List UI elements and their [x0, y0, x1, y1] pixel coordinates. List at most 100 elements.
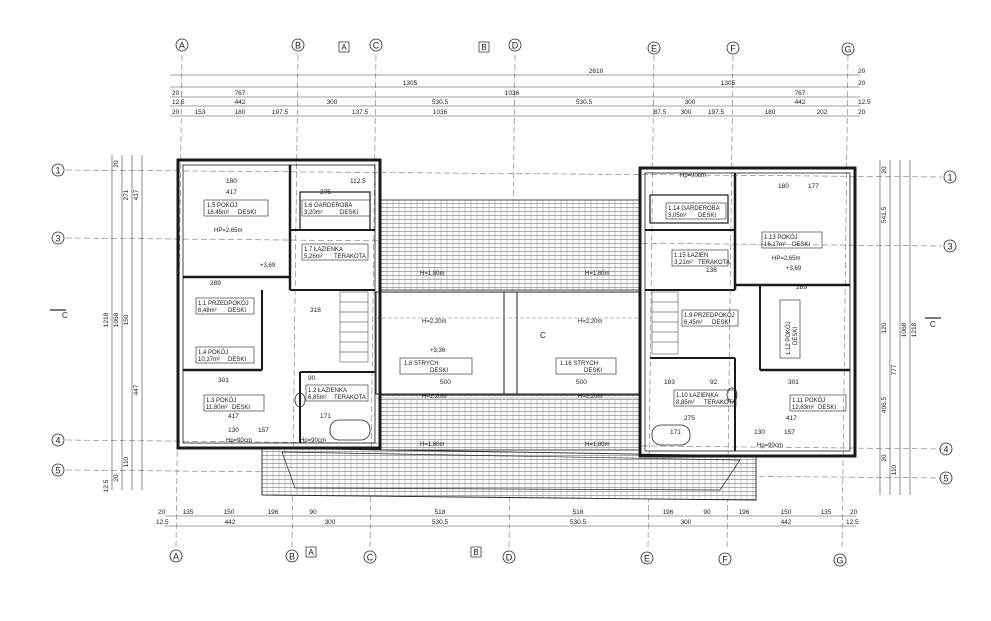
bathtub-left — [329, 419, 371, 441]
svg-text:1068: 1068 — [901, 322, 908, 337]
dimension-texts-top: 2610 1305 1305 767 1036 767 442 300 530.… — [172, 68, 871, 116]
svg-text:300: 300 — [681, 109, 692, 116]
svg-text:B: B — [295, 41, 301, 51]
svg-text:DESKI: DESKI — [228, 308, 246, 314]
svg-text:301: 301 — [218, 377, 229, 384]
svg-text:1218: 1218 — [911, 322, 918, 337]
svg-text:1.6 GARDEROBA: 1.6 GARDEROBA — [304, 203, 352, 209]
axis-marker-3-right: 3 — [943, 239, 957, 253]
svg-text:1: 1 — [947, 173, 952, 183]
svg-text:130: 130 — [228, 427, 239, 434]
section-mark-c-left: C — [50, 309, 68, 320]
axis-line-row-1 — [65, 237, 943, 247]
svg-text:20: 20 — [113, 160, 120, 168]
svg-text:+3,69: +3,69 — [260, 263, 276, 269]
svg-text:20: 20 — [172, 90, 180, 97]
room-1-14: 1.14 GARDEROBA 3,05m² DESKI — [665, 202, 727, 220]
svg-text:197.5: 197.5 — [708, 109, 725, 116]
svg-text:DESKI: DESKI — [340, 210, 358, 216]
svg-text:1305: 1305 — [403, 80, 418, 87]
svg-text:HP=2,65m: HP=2,65m — [214, 228, 243, 234]
svg-text:HP=2,65m: HP=2,65m — [772, 256, 801, 262]
row-axis-markers: 1 3 4 5 1 3 4 5 C C — [50, 163, 957, 485]
svg-text:530.5: 530.5 — [432, 519, 449, 526]
dimension-texts-left: 20 271 417 1218 1068 150 447 110 20 12.5 — [103, 160, 140, 492]
svg-text:417: 417 — [226, 189, 237, 196]
room-labels: 1.5 POKÓJ 16,45m² DESKI 1.6 GARDEROBA 3,… — [195, 199, 847, 412]
svg-text:Hp=90cm: Hp=90cm — [226, 438, 252, 444]
svg-text:1.9 PRZEDPOKÓJ: 1.9 PRZEDPOKÓJ — [684, 312, 735, 319]
svg-text:275: 275 — [320, 189, 331, 196]
svg-text:500: 500 — [440, 379, 451, 386]
svg-text:1.8 STRYCH: 1.8 STRYCH — [404, 361, 439, 367]
svg-text:H=2,20m: H=2,20m — [422, 319, 447, 325]
svg-text:3: 3 — [55, 234, 60, 244]
section-mark-b-bottom: B — [470, 546, 482, 558]
svg-text:130: 130 — [754, 429, 765, 436]
axis-marker-c-bottom: C — [363, 550, 377, 564]
svg-text:196: 196 — [268, 509, 279, 516]
svg-text:1.1 PRZEDPOKÓJ: 1.1 PRZEDPOKÓJ — [198, 300, 249, 307]
svg-text:+3,69: +3,69 — [786, 266, 802, 272]
svg-text:1.16 STRYCH: 1.16 STRYCH — [560, 361, 598, 367]
svg-text:6,45m²: 6,45m² — [684, 320, 703, 326]
dimension-lines-bottom — [165, 515, 856, 527]
svg-text:11,80m²: 11,80m² — [206, 405, 228, 411]
svg-text:G: G — [836, 556, 843, 566]
svg-text:157: 157 — [784, 429, 795, 436]
toilet-right — [726, 387, 738, 403]
room-1-10: 1.10 ŁAZIENKA 8,85m² TERAKOTA — [673, 389, 737, 407]
svg-text:H=2,20m: H=2,20m — [578, 319, 603, 325]
svg-text:157: 157 — [258, 427, 269, 434]
svg-text:20: 20 — [113, 474, 120, 482]
svg-text:447: 447 — [133, 384, 140, 395]
section-mark-b-top: B — [478, 41, 490, 53]
staircase-left — [339, 291, 369, 363]
svg-text:5: 5 — [943, 474, 948, 484]
svg-text:1.15 ŁAZIEN: 1.15 ŁAZIEN — [674, 253, 708, 259]
svg-text:90: 90 — [308, 375, 316, 382]
svg-text:1036: 1036 — [433, 109, 448, 116]
svg-text:A: A — [341, 43, 347, 52]
svg-text:A: A — [308, 548, 314, 557]
right-wing-walls — [638, 166, 857, 458]
svg-text:153: 153 — [195, 109, 206, 116]
axis-line-row-0 — [65, 169, 943, 178]
svg-text:12,83m²: 12,83m² — [792, 405, 814, 411]
svg-text:F: F — [722, 555, 728, 565]
axis-marker-e-bottom: E — [640, 551, 654, 565]
svg-text:112.5: 112.5 — [350, 178, 366, 185]
svg-text:6,85m²: 6,85m² — [308, 395, 327, 401]
svg-text:8,85m²: 8,85m² — [676, 400, 695, 406]
dimension-lines-top — [170, 74, 860, 117]
bathtub-right — [651, 424, 691, 446]
svg-text:12.5: 12.5 — [103, 479, 110, 492]
svg-text:+3,36: +3,36 — [430, 348, 446, 354]
svg-text:197.5: 197.5 — [272, 109, 289, 116]
axis-marker-b-top: B — [291, 38, 305, 52]
svg-text:767: 767 — [235, 90, 246, 97]
svg-text:87.5: 87.5 — [654, 109, 667, 116]
svg-text:DESKI: DESKI — [238, 210, 256, 216]
staircase-right — [651, 291, 679, 355]
room-1-3: 1.3 POKÓJ 11,80m² DESKI — [203, 394, 265, 412]
axis-marker-g-bottom: G — [833, 553, 847, 567]
svg-text:417: 417 — [228, 413, 239, 420]
svg-text:196: 196 — [663, 509, 674, 516]
room-1-1: 1.1 PRZEDPOKÓJ 6,48m² DESKI — [195, 297, 255, 315]
axis-marker-3-left: 3 — [51, 231, 65, 245]
svg-text:180: 180 — [765, 109, 776, 116]
svg-text:90: 90 — [309, 509, 317, 516]
svg-text:300: 300 — [685, 99, 696, 106]
toilet-left — [294, 392, 306, 408]
room-1-4: 1.4 POKÓJ 10,37m² DESKI — [195, 346, 255, 364]
section-mark-a-top: A — [338, 41, 350, 53]
svg-text:3,05m²: 3,05m² — [668, 213, 687, 219]
svg-text:1036: 1036 — [505, 90, 520, 97]
svg-text:90: 90 — [703, 509, 711, 516]
svg-text:135: 135 — [183, 509, 194, 516]
svg-text:1.3 POKÓJ: 1.3 POKÓJ — [206, 397, 236, 404]
svg-text:271: 271 — [123, 189, 130, 200]
svg-text:5: 5 — [55, 466, 60, 476]
room-1-12: 1.12 POKÓJ DESKI — [779, 299, 801, 359]
